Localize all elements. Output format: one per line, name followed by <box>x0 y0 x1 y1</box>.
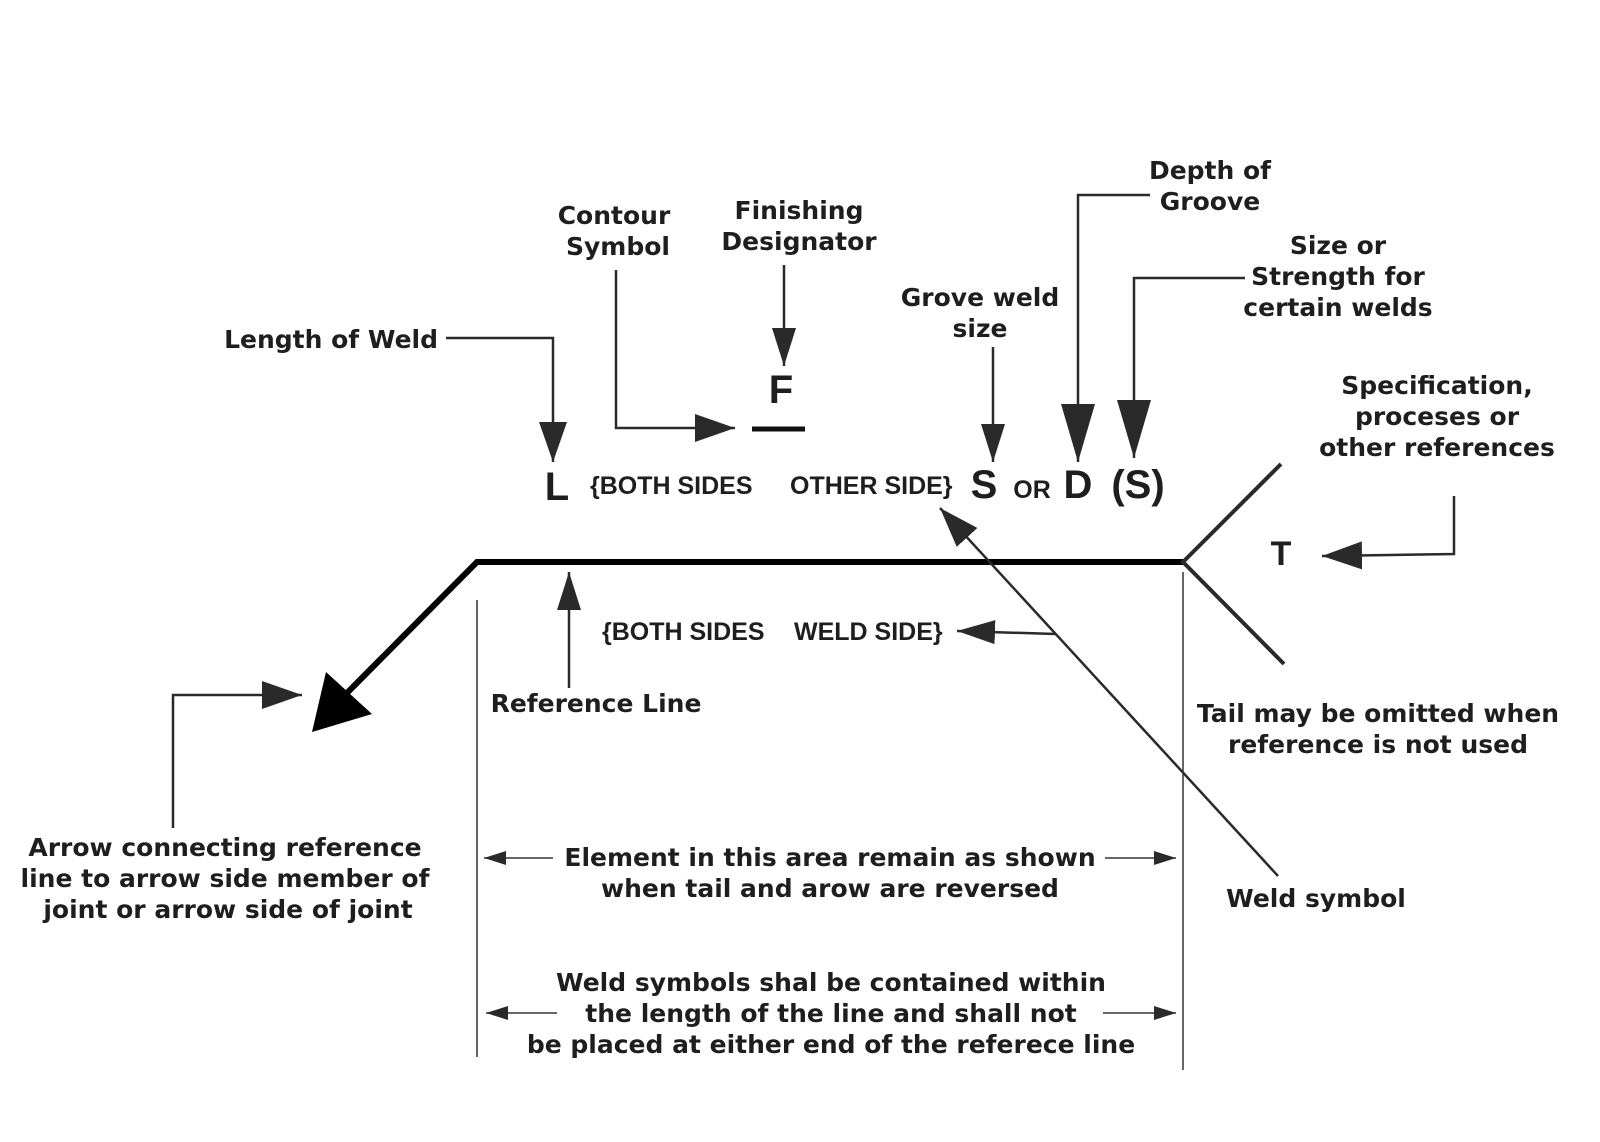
finishing-label-2: Designator <box>721 227 877 256</box>
length-leader <box>446 336 567 462</box>
size-symbol: S <box>971 463 998 507</box>
spec-label-3: other references <box>1319 433 1555 462</box>
or-text: OR <box>1013 476 1051 504</box>
depth-label-1: Depth of <box>1149 156 1272 185</box>
arrow-note-1: Arrow connecting reference <box>28 833 421 862</box>
arrow-note-2: line to arrow side member of <box>21 864 431 893</box>
reference-line <box>337 559 1183 703</box>
other-side: OTHER SIDE} <box>790 472 953 500</box>
arrow-note-3: joint or arrow side of joint <box>42 895 412 924</box>
finishing-label-1: Finishing <box>735 196 864 225</box>
specification-leader <box>1321 496 1456 570</box>
tail-lines <box>1180 462 1286 666</box>
weld-side-leader <box>956 620 1057 645</box>
size-leader <box>1117 276 1245 458</box>
depth-leader <box>1061 193 1150 462</box>
reference-line-label: Reference Line <box>491 689 702 718</box>
tail-note-2: reference is not used <box>1228 730 1528 759</box>
contained-note-1: Weld symbols shal be contained within <box>556 968 1106 997</box>
size-label-1: Size or <box>1290 231 1387 260</box>
depth-label-2: Groove <box>1160 187 1260 216</box>
depth-symbol: D <box>1064 463 1093 507</box>
arrow-leader <box>171 681 302 828</box>
groove-size-label-2: size <box>953 314 1008 343</box>
contour-leader <box>614 270 735 442</box>
length-symbol: L <box>545 465 569 509</box>
element-note-1: Element in this area remain as shown <box>564 843 1095 872</box>
both-sides-top: {BOTH SIDES <box>590 472 753 500</box>
size-label-3: certain welds <box>1243 293 1432 322</box>
spec-label-2: proceses or <box>1355 402 1520 431</box>
element-note-2: when tail and arow are reversed <box>601 874 1059 903</box>
finish-symbol: F <box>769 368 793 412</box>
contour-label-1: Contour <box>558 201 671 230</box>
weld-side: WELD SIDE} <box>794 618 943 646</box>
spec-label-1: Specification, <box>1341 371 1532 400</box>
weld-symbol-leader <box>939 507 1279 877</box>
tail-note-1: Tail may be omitted when <box>1197 699 1559 728</box>
strength-symbol: (S) <box>1111 463 1164 507</box>
tail-symbol: T <box>1271 535 1292 573</box>
both-sides-bottom: {BOTH SIDES <box>602 618 765 646</box>
contained-note-3: be placed at either end of the referece … <box>527 1030 1135 1059</box>
contained-note-2: the length of the line and shall not <box>585 999 1076 1028</box>
weld-symbol-label: Weld symbol <box>1226 884 1406 913</box>
length-label: Length of Weld <box>224 325 438 354</box>
contour-label-2: Symbol <box>566 232 670 261</box>
size-label-2: Strength for <box>1251 262 1425 291</box>
arrowhead-icon <box>312 672 372 732</box>
groove-size-label-1: Grove weld <box>901 283 1060 312</box>
